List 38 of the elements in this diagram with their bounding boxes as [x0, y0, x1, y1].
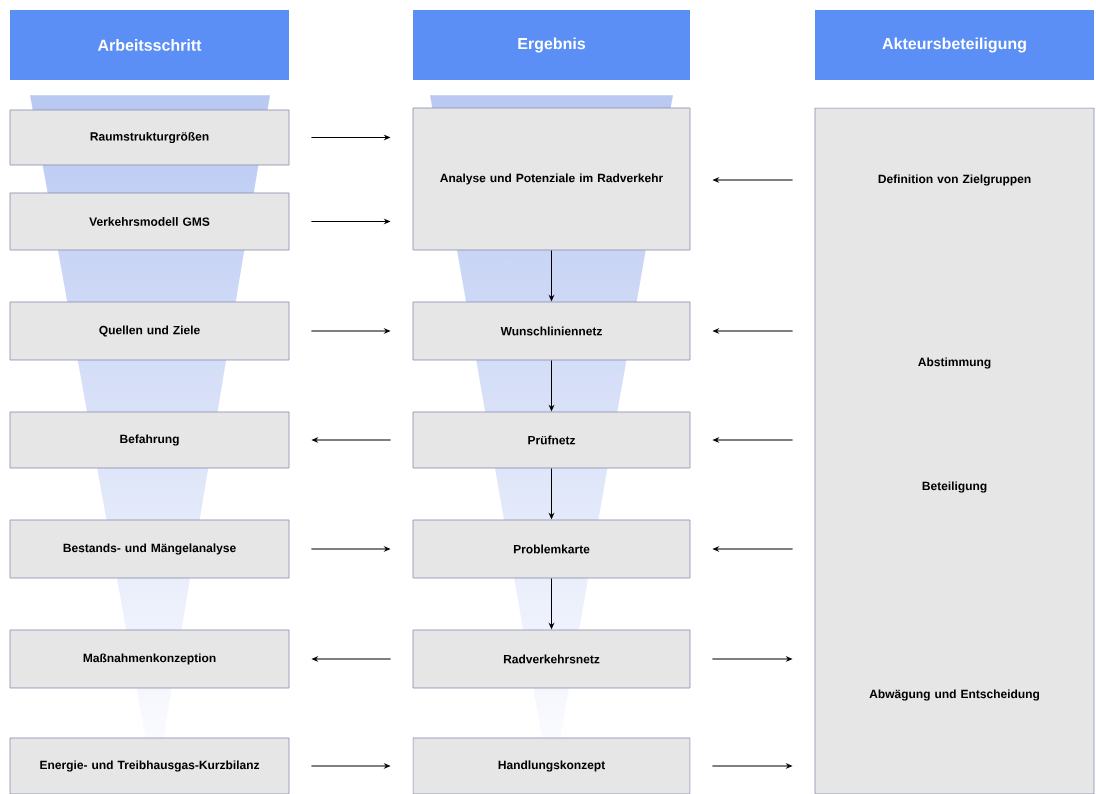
arrow: [310, 546, 390, 552]
panel-text: Abwägung und Entscheidung: [869, 689, 1040, 701]
process-box: Analyse und Potenziale im Radverkehr: [412, 107, 691, 251]
arrow: [312, 437, 392, 443]
arrow: [549, 577, 554, 629]
column-header: Akteursbeteiligung: [815, 10, 1094, 80]
arrow: [549, 249, 554, 301]
panel-text: Abstimmung: [918, 357, 991, 369]
process-box: Raumstrukturgrößen: [9, 109, 290, 166]
arrow: [310, 763, 390, 769]
process-box: Handlungskonzept: [412, 737, 691, 794]
process-box: Befahrung: [9, 411, 290, 469]
arrow: [310, 328, 390, 334]
arrow: [549, 359, 554, 411]
column-header: Arbeitsschritt: [10, 10, 289, 80]
arrow: [711, 763, 792, 769]
process-box: Bestands- und Mängelanalyse: [9, 519, 290, 579]
arrow: [713, 328, 794, 334]
panel-text: Definition von Zielgruppen: [878, 174, 1031, 186]
process-box: Radverkehrsnetz: [412, 629, 691, 689]
actor-panel: [814, 107, 1095, 794]
process-box: Verkehrsmodell GMS: [9, 192, 290, 251]
column-header: Ergebnis: [413, 10, 690, 80]
process-box: Wunschliniennetz: [412, 301, 691, 361]
arrow: [310, 135, 390, 140]
arrow: [713, 546, 794, 552]
process-box: Quellen und Ziele: [9, 301, 290, 361]
process-box: Prüfnetz: [412, 411, 691, 469]
process-box: Energie- und Treibhausgas-Kurzbilanz: [9, 737, 290, 794]
panel-text: Beteiligung: [922, 481, 987, 493]
arrow: [713, 437, 794, 443]
arrow: [549, 467, 554, 519]
process-box: Maßnahmenkonzeption: [9, 629, 290, 689]
arrow: [713, 177, 794, 183]
arrow: [312, 656, 392, 662]
arrow: [711, 656, 792, 662]
process-box: Problemkarte: [412, 519, 691, 579]
arrow: [310, 219, 390, 224]
